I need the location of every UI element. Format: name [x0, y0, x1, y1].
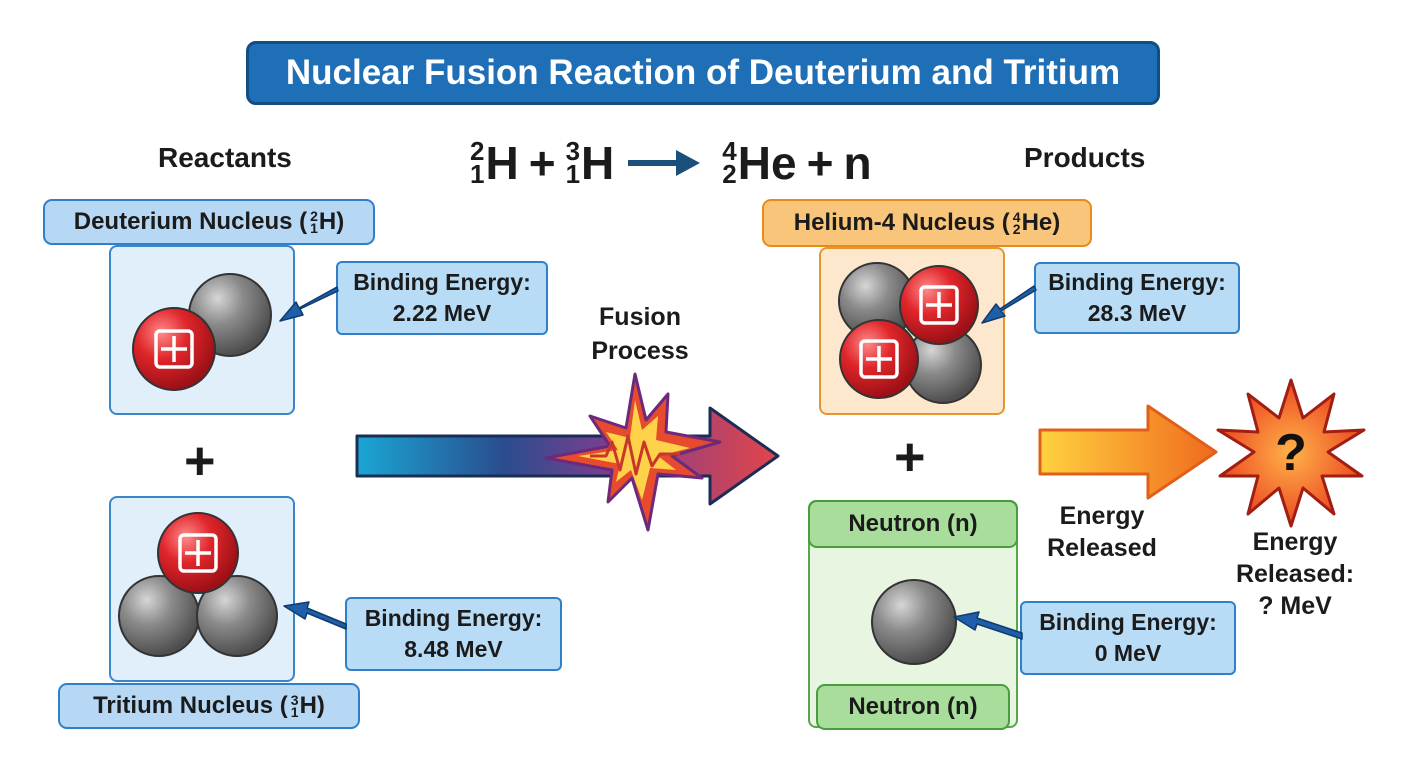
neutron-label-bottom: Neutron (n): [816, 684, 1010, 730]
label-suffix: ): [316, 692, 325, 719]
binding-energy-label: Binding Energy:: [364, 605, 543, 631]
deuterium-nucleus-icon: [132, 273, 272, 391]
label-suffix: ): [336, 208, 345, 235]
reactant-plus-sign: +: [184, 431, 216, 491]
atomic-number: 2: [1012, 221, 1021, 237]
energy-result-value: ? MeV: [1258, 592, 1332, 620]
binding-energy-value: 28.3 MeV: [1087, 300, 1187, 326]
label-suffix: ): [1052, 209, 1061, 236]
tritium-binding-energy-box: Binding Energy: 8.48 MeV: [345, 597, 562, 671]
fusion-process-label: Fusion Process: [570, 300, 710, 368]
element-symbol: H: [318, 208, 337, 235]
label-prefix: Helium-4 Nucleus (: [793, 209, 1010, 236]
energy-released-line1: Energy: [1059, 502, 1145, 530]
product-plus-sign: +: [894, 427, 926, 487]
question-mark-text: ?: [1275, 424, 1307, 482]
atomic-number: 2: [722, 159, 737, 189]
helium-panel: [819, 247, 1005, 415]
neutron-label-text: Neutron (n): [848, 510, 978, 537]
title-banner: Nuclear Fusion Reaction of Deuterium and…: [246, 41, 1160, 105]
binding-energy-value: 0 MeV: [1094, 640, 1162, 666]
tritium-panel: [109, 496, 295, 682]
energy-result-line1: Energy: [1252, 528, 1338, 556]
energy-burst-icon: ?: [1216, 378, 1366, 528]
fusion-process-line2: Process: [591, 337, 689, 365]
mass-number: 3: [290, 692, 299, 708]
element-symbol: H: [581, 137, 615, 189]
element-symbol: He: [737, 137, 797, 189]
energy-result-line2: Released:: [1235, 560, 1355, 588]
atomic-number: 1: [290, 704, 299, 720]
reactants-label: Reactants: [158, 142, 292, 173]
binding-energy-value: 8.48 MeV: [404, 636, 503, 662]
helium-nucleus-icon: [838, 262, 982, 404]
products-label: Products: [1024, 142, 1146, 173]
atomic-number: 1: [310, 220, 318, 236]
binding-energy-label: Binding Energy:: [1048, 269, 1226, 295]
neutron-binding-energy-box: Binding Energy: 0 MeV: [1020, 601, 1236, 675]
deuterium-binding-energy-box: Binding Energy: 2.22 MeV: [336, 261, 548, 335]
neutron-sphere: [196, 575, 278, 657]
energy-arrow-icon: [1038, 404, 1218, 500]
element-symbol: H: [485, 137, 519, 189]
mass-number: 4: [722, 136, 737, 166]
helium-binding-energy-box: Binding Energy: 28.3 MeV: [1034, 262, 1240, 334]
label-prefix: Tritium Nucleus (: [93, 692, 288, 719]
energy-released-label: Energy Released: [1032, 500, 1172, 564]
neutron-particle-icon: [871, 579, 957, 665]
reaction-arrow-icon: [628, 150, 701, 176]
page-title: Nuclear Fusion Reaction of Deuterium and…: [285, 53, 1121, 92]
element-symbol: H: [299, 692, 317, 719]
fusion-arrow-icon: [355, 372, 780, 532]
atomic-number: 1: [565, 159, 581, 189]
mass-number: 3: [565, 136, 581, 166]
mass-number: 2: [310, 208, 318, 224]
equation-neutron: n: [843, 137, 872, 189]
atomic-number: 1: [470, 159, 485, 189]
neutron-sphere: [871, 579, 957, 665]
burst-icon: [544, 372, 722, 532]
neutron-label-text: Neutron (n): [848, 693, 978, 720]
neutron-label-top: Neutron (n): [808, 500, 1018, 548]
element-symbol: He: [1021, 209, 1053, 236]
label-prefix: Deuterium Nucleus (: [73, 208, 308, 235]
mass-number: 4: [1012, 209, 1021, 225]
equation-plus-2: +: [806, 137, 834, 189]
binding-energy-value: 2.22 MeV: [392, 300, 492, 326]
binding-energy-label: Binding Energy:: [1039, 609, 1217, 635]
binding-energy-label: Binding Energy:: [353, 269, 531, 295]
energy-released-result: Energy Released: ? MeV: [1222, 526, 1368, 622]
fusion-process-line1: Fusion: [599, 303, 681, 331]
mass-number: 2: [470, 136, 485, 166]
deuterium-panel: [109, 245, 295, 415]
energy-released-line2: Released: [1047, 534, 1157, 562]
tritium-nucleus-icon: [118, 512, 278, 657]
equation-plus: +: [528, 137, 556, 189]
